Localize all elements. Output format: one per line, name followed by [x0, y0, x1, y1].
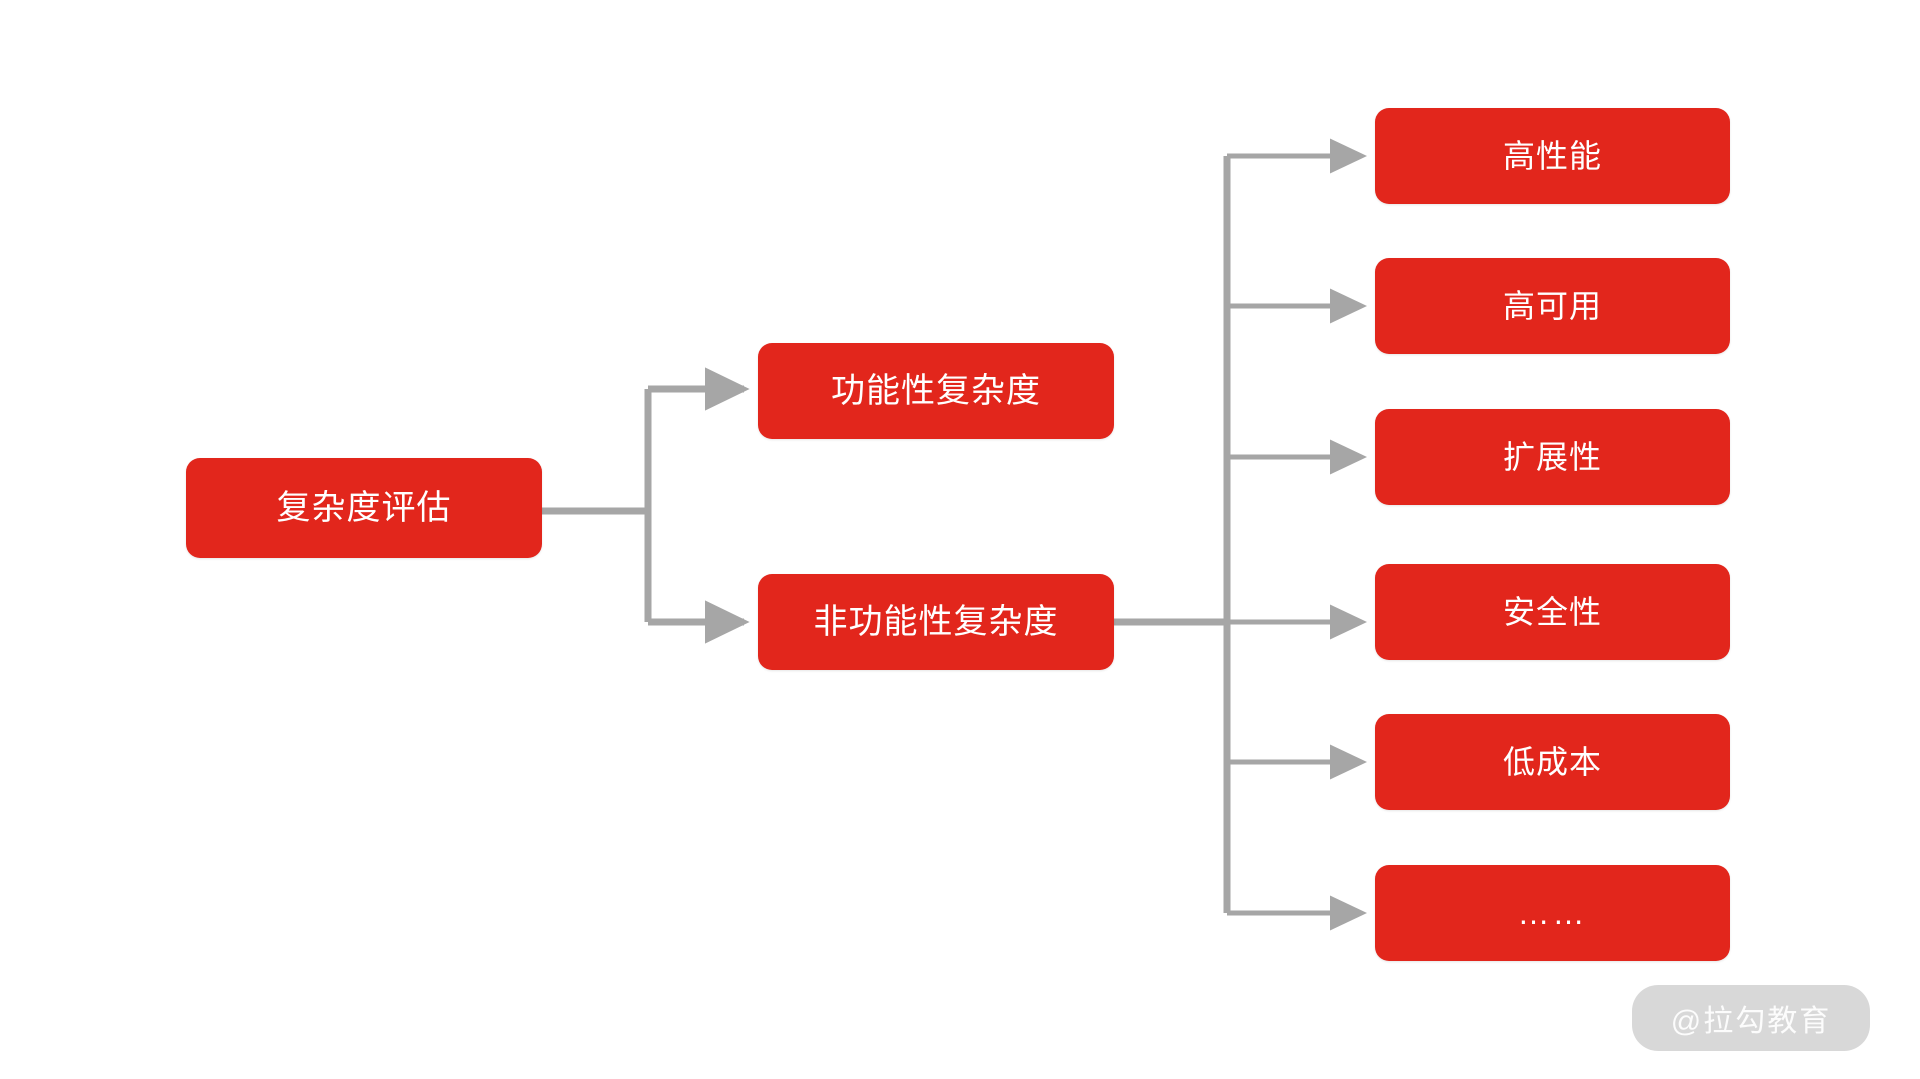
- node-high-availability[interactable]: 高可用: [1375, 258, 1730, 354]
- node-security[interactable]: 安全性: [1375, 564, 1730, 660]
- node-scalability[interactable]: 扩展性: [1375, 409, 1730, 505]
- node-low-cost[interactable]: 低成本: [1375, 714, 1730, 810]
- node-non-functional-complexity[interactable]: 非功能性复杂度: [758, 574, 1114, 670]
- node-root[interactable]: 复杂度评估: [186, 458, 542, 558]
- node-more-ellipsis[interactable]: ……: [1375, 865, 1730, 961]
- node-high-performance[interactable]: 高性能: [1375, 108, 1730, 204]
- node-functional-complexity[interactable]: 功能性复杂度: [758, 343, 1114, 439]
- watermark-badge: @拉勾教育: [1632, 985, 1870, 1051]
